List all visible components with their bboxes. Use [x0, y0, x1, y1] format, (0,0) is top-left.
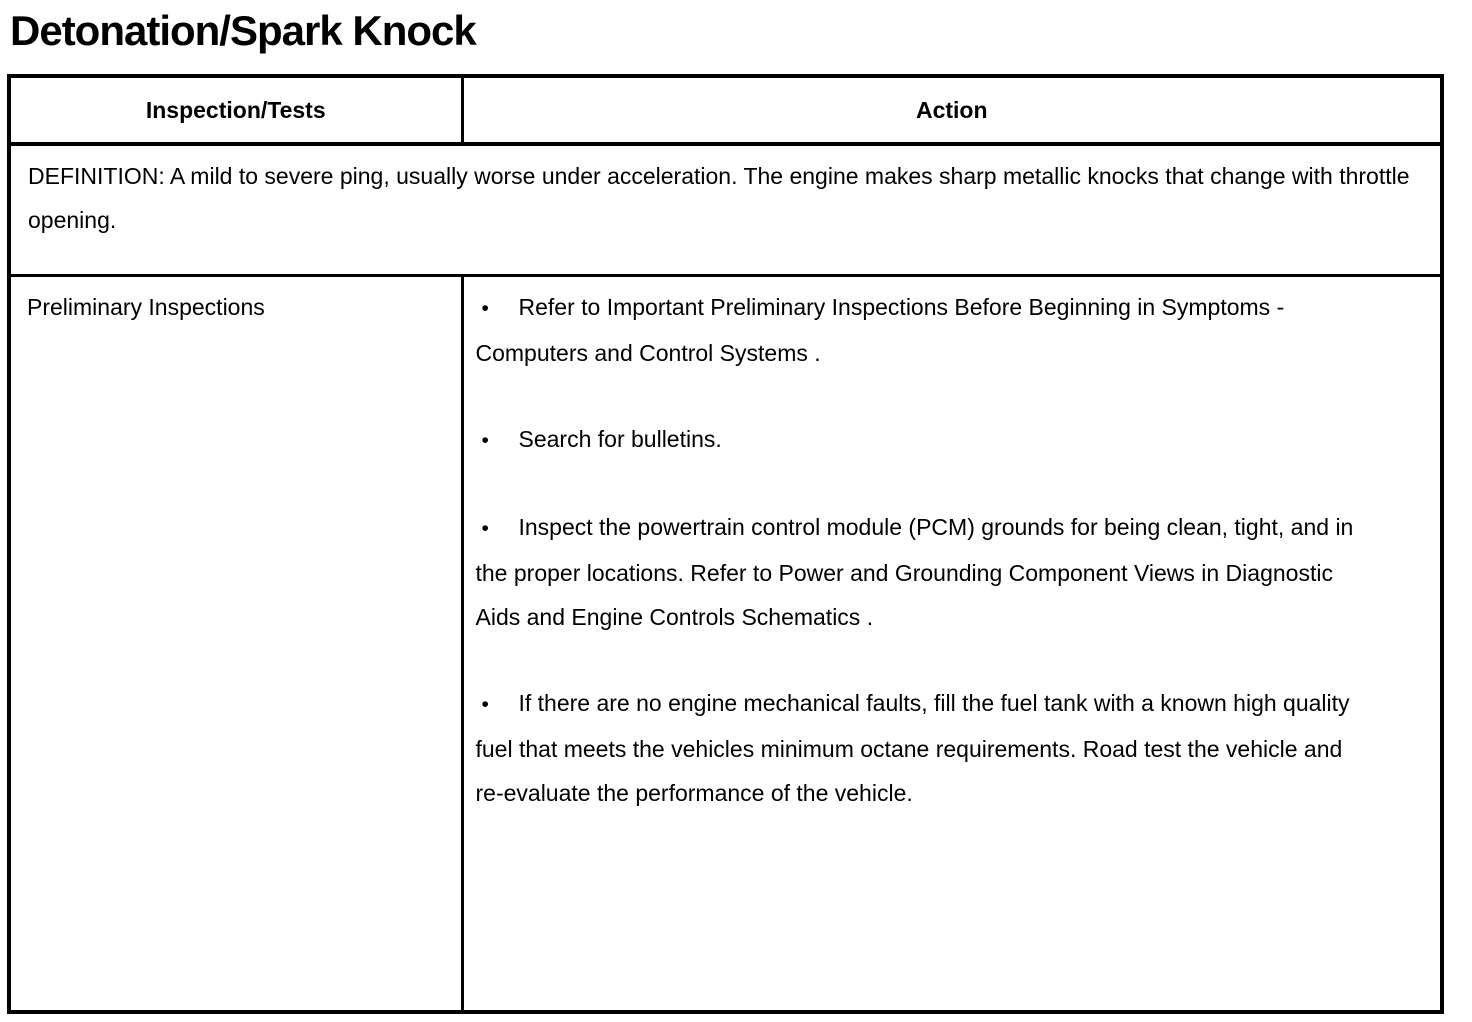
- bullet-icon: •: [481, 517, 489, 540]
- header-row: Inspection/Tests Action: [9, 76, 1442, 146]
- page-title: Detonation/Spark Knock: [10, 7, 477, 54]
- symptom-table: Inspection/Tests Action DEFINITION: A mi…: [7, 74, 1444, 1014]
- bullet-icon: •: [481, 297, 489, 320]
- table-row: Preliminary Inspections •Refer to Import…: [9, 275, 1442, 1012]
- action-item-text: Search for bulletins.: [518, 426, 722, 452]
- action-item: •Refer to Important Preliminary Inspecti…: [476, 285, 1371, 375]
- action-item: •Inspect the powertrain control module (…: [476, 505, 1371, 639]
- col-header-inspection: Inspection/Tests: [9, 76, 462, 146]
- action-item-text: If there are no engine mechanical faults…: [475, 690, 1350, 806]
- action-item: •If there are no engine mechanical fault…: [476, 681, 1371, 815]
- bullet-icon: •: [481, 429, 489, 452]
- col-header-action: Action: [460, 76, 1442, 146]
- action-item-text: Inspect the powertrain control module (P…: [475, 514, 1354, 630]
- bullet-icon: •: [481, 693, 489, 716]
- definition-row: DEFINITION: A mild to severe ping, usual…: [9, 144, 1442, 277]
- action-cell: •Refer to Important Preliminary Inspecti…: [460, 275, 1442, 1012]
- definition-cell: DEFINITION: A mild to severe ping, usual…: [9, 144, 1442, 277]
- action-item: • Search for bulletins.: [476, 417, 1371, 463]
- action-item-text: Refer to Important Preliminary Inspectio…: [475, 294, 1285, 366]
- inspection-cell: Preliminary Inspections: [27, 294, 265, 320]
